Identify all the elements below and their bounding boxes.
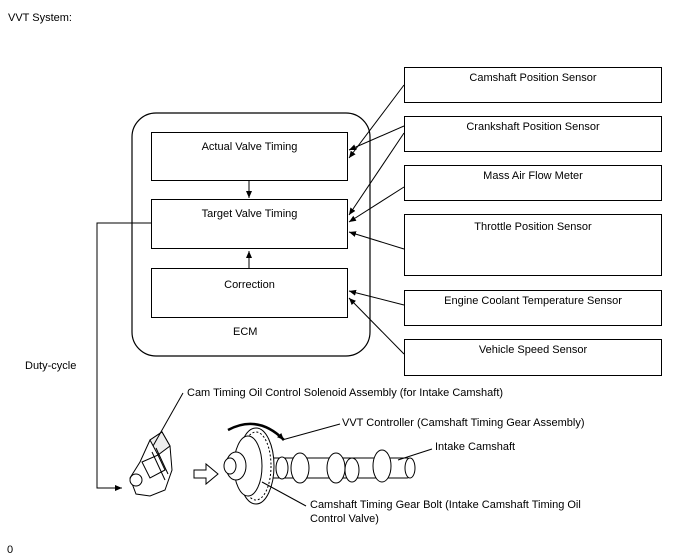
camshaft-drawing bbox=[269, 449, 416, 484]
ecm-frame bbox=[131, 112, 371, 357]
sensor-vehicle-speed: Vehicle Speed Sensor bbox=[404, 339, 662, 376]
sensor-engine-coolant-temperature: Engine Coolant Temperature Sensor bbox=[404, 290, 662, 326]
sensor-label: Crankshaft Position Sensor bbox=[466, 121, 600, 133]
leader-solenoid bbox=[152, 392, 184, 447]
sensor-mass-air-flow-meter: Mass Air Flow Meter bbox=[404, 165, 662, 201]
flow-arrow bbox=[193, 462, 219, 486]
leader-camshaft bbox=[397, 448, 433, 461]
callout-gear-bolt-line1: Camshaft Timing Gear Bolt (Intake Camsha… bbox=[310, 499, 581, 511]
correction-label: Correction bbox=[224, 279, 275, 291]
sensor-arrows bbox=[348, 84, 405, 355]
sensor-throttle-position: Throttle Position Sensor bbox=[404, 214, 662, 276]
target-valve-timing-label: Target Valve Timing bbox=[201, 208, 298, 220]
sensor-label: Mass Air Flow Meter bbox=[483, 170, 583, 182]
sensor-crankshaft-position: Crankshaft Position Sensor bbox=[404, 116, 662, 152]
sensor-label: Throttle Position Sensor bbox=[474, 221, 592, 233]
duty-cycle-line bbox=[96, 222, 151, 491]
callout-solenoid: Cam Timing Oil Control Solenoid Assembly… bbox=[187, 387, 504, 399]
callout-gear-bolt-line2: Control Valve) bbox=[310, 513, 379, 525]
sensor-label: Vehicle Speed Sensor bbox=[478, 344, 588, 356]
sensor-label: Camshaft Position Sensor bbox=[469, 72, 597, 84]
target-valve-timing-block: Target Valve Timing bbox=[151, 199, 348, 249]
rotation-arrow bbox=[227, 422, 285, 441]
leader-gear-bolt bbox=[261, 481, 307, 507]
callout-vvt-controller: VVT Controller (Camshaft Timing Gear Ass… bbox=[342, 417, 585, 429]
gear-drawing bbox=[223, 427, 275, 505]
callout-intake-camshaft: Intake Camshaft bbox=[435, 441, 516, 453]
actual-valve-timing-block: Actual Valve Timing bbox=[151, 132, 348, 181]
duty-cycle-label: Duty-cycle bbox=[25, 360, 77, 372]
ecm-label: ECM bbox=[233, 326, 258, 338]
actual-valve-timing-label: Actual Valve Timing bbox=[201, 141, 298, 153]
page-title: VVT System: bbox=[8, 12, 72, 24]
corner-mark: 0 bbox=[7, 544, 14, 556]
sensor-camshaft-position: Camshaft Position Sensor bbox=[404, 67, 662, 103]
correction-block: Correction bbox=[151, 268, 348, 318]
sensor-label: Engine Coolant Temperature Sensor bbox=[444, 295, 622, 307]
leader-controller bbox=[281, 423, 341, 441]
solenoid-drawing bbox=[129, 431, 173, 497]
